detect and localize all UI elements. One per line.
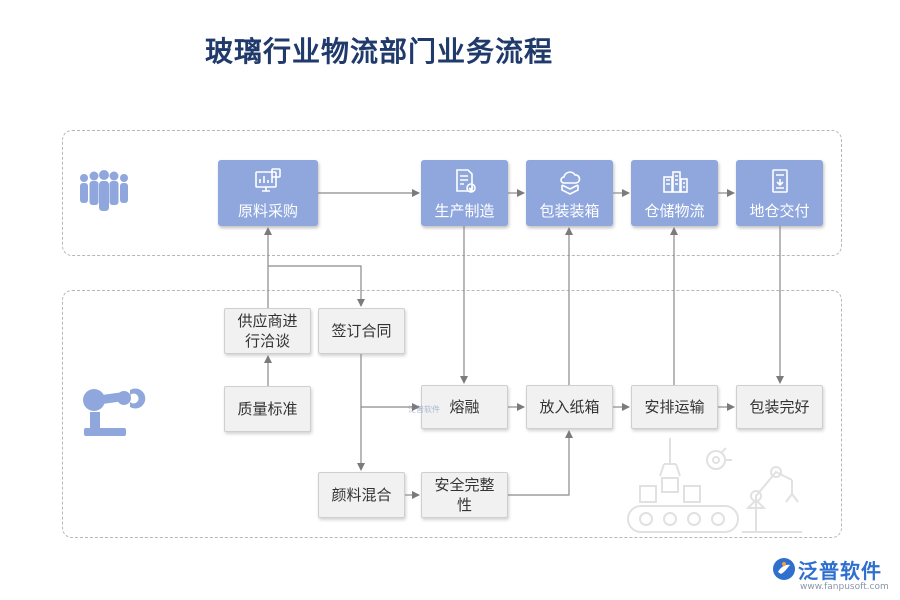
node-label: 原料采购 [237,202,298,220]
node-raw-material-purchase[interactable]: 原料采购 [218,160,318,226]
brand-logo: 泛普软件 www.fanpusoft.com [772,555,892,595]
people-group-icon [80,170,128,211]
node-label: 生产制造 [434,202,495,220]
page-title: 玻璃行业物流部门业务流程 [205,35,554,68]
robot-arm-icon [83,388,146,436]
brand-mark-icon [773,558,795,580]
node-warehouse-logistics[interactable]: 仓储物流 [631,160,718,226]
node-quality-standard[interactable]: 质量标准 [224,386,311,432]
warehouse-buildings-icon [662,171,688,193]
node-label: 地仓交付 [749,202,810,220]
bottom-lane [62,290,842,538]
factory-robot-illustration [627,438,802,533]
node-pigment-mixing[interactable]: 颜料混合 [318,472,405,518]
node-arrange-transport[interactable]: 安排运输 [631,385,718,429]
node-label: 仓储物流 [644,202,705,220]
node-safety-integrity[interactable]: 安全完整性 [421,472,508,518]
node-manufacturing[interactable]: 生产制造 [421,160,508,226]
document-check-icon [455,169,476,193]
node-supplier-negotiation[interactable]: 供应商进行洽谈 [224,308,311,354]
node-warehouse-delivery[interactable]: 地仓交付 [736,160,823,226]
package-cloud-icon [559,171,580,195]
node-label: 包装装箱 [539,202,600,220]
node-melting[interactable]: 熔融 [421,385,508,429]
node-put-in-carton[interactable]: 放入纸箱 [526,385,613,429]
node-packaging-intact[interactable]: 包装完好 [736,385,823,429]
node-packing-boxing[interactable]: 包装装箱 [526,160,613,226]
brand-url: www.fanpusoft.com [800,582,889,592]
delivery-doc-icon [771,169,788,193]
brand-name: 泛普软件 [798,559,882,583]
top-lane [62,130,842,256]
monitor-chart-icon [255,168,281,192]
watermark-text: 泛普软件 [408,405,440,414]
node-sign-contract[interactable]: 签订合同 [318,308,405,354]
